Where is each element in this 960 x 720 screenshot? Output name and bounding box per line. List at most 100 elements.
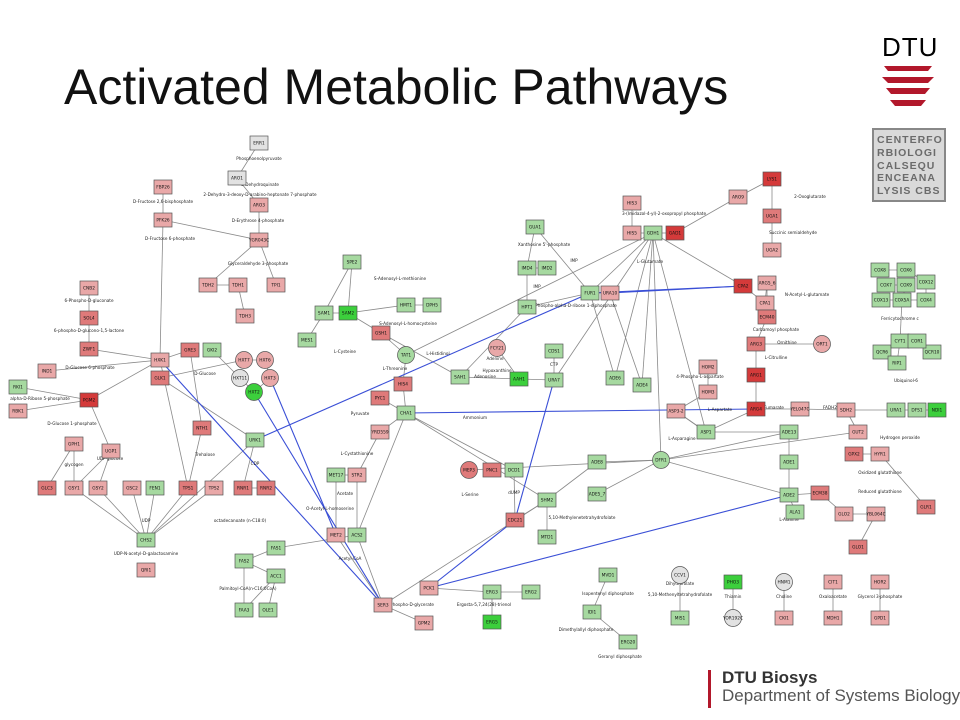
gene-node[interactable]: COX6: [896, 262, 916, 278]
gene-node[interactable]: FAS1: [266, 540, 286, 556]
gene-node[interactable]: SAH1: [450, 369, 470, 385]
gene-node[interactable]: DFR1: [652, 451, 670, 469]
gene-node[interactable]: SAM2: [338, 305, 358, 321]
gene-node[interactable]: TPS1: [178, 480, 198, 496]
gene-node[interactable]: YGR043C: [248, 232, 269, 248]
gene-node[interactable]: FEN1: [145, 480, 165, 496]
gene-node[interactable]: NTH1: [192, 420, 212, 436]
gene-node[interactable]: HNM1: [775, 573, 793, 591]
gene-node[interactable]: COX12: [916, 274, 936, 290]
gene-node[interactable]: MTD1: [537, 529, 557, 545]
gene-node[interactable]: ARO1: [227, 170, 247, 186]
gene-node[interactable]: HIS4: [393, 376, 413, 392]
gene-node[interactable]: ALA1: [785, 504, 805, 520]
gene-node[interactable]: ASP1: [696, 424, 716, 440]
gene-node[interactable]: YRD559: [370, 424, 390, 440]
gene-node[interactable]: PNC1: [482, 462, 502, 478]
gene-node[interactable]: AAH1: [509, 371, 529, 387]
gene-node[interactable]: RKI1: [8, 379, 28, 395]
gene-node[interactable]: DFS1: [907, 402, 927, 418]
gene-node[interactable]: IDI1: [582, 604, 602, 620]
gene-node[interactable]: SDH2: [836, 402, 856, 418]
gene-node[interactable]: FAS2: [234, 553, 254, 569]
gene-node[interactable]: ECM40: [757, 309, 777, 325]
gene-node[interactable]: ADE1: [779, 454, 799, 470]
gene-node[interactable]: ADE13: [779, 424, 799, 440]
gene-node[interactable]: QCR6: [872, 344, 892, 360]
gene-node[interactable]: GSH1: [371, 325, 391, 341]
gene-node[interactable]: FCY21: [488, 339, 506, 357]
gene-node[interactable]: MET2: [326, 527, 346, 543]
gene-node[interactable]: ARO3: [249, 197, 269, 213]
gene-node[interactable]: ADE6: [605, 370, 625, 386]
gene-node[interactable]: GKI2: [202, 342, 222, 358]
gene-node[interactable]: GPH1: [64, 436, 84, 452]
gene-node[interactable]: DPH5: [422, 297, 442, 313]
gene-node[interactable]: LYS1: [762, 171, 782, 187]
gene-node[interactable]: HIS5: [622, 225, 642, 241]
gene-node[interactable]: COX4: [916, 292, 936, 308]
gene-node[interactable]: TPS2: [204, 480, 224, 496]
gene-node[interactable]: HYR1: [870, 446, 890, 462]
gene-node[interactable]: CYT1: [890, 333, 910, 349]
gene-node[interactable]: TDH1: [228, 277, 248, 293]
gene-node[interactable]: ADE4: [632, 377, 652, 393]
gene-node[interactable]: SHM2: [537, 492, 557, 508]
gene-node[interactable]: CKI1: [774, 610, 794, 626]
gene-node[interactable]: ERG3: [482, 584, 502, 600]
gene-node[interactable]: HXT2: [245, 383, 263, 401]
gene-node[interactable]: GAD1: [665, 225, 685, 241]
gene-node[interactable]: COX5A: [892, 292, 912, 308]
gene-node[interactable]: CIT1: [823, 574, 843, 590]
gene-node[interactable]: UGA1: [762, 208, 782, 224]
gene-node[interactable]: PFK26: [153, 212, 173, 228]
gene-node[interactable]: QRI1: [136, 562, 156, 578]
gene-node[interactable]: ERG5: [482, 614, 502, 630]
gene-node[interactable]: RNR2: [256, 480, 276, 496]
gene-node[interactable]: UGA2: [762, 242, 782, 258]
gene-node[interactable]: PGM2: [79, 392, 99, 408]
gene-node[interactable]: GSC2: [122, 480, 142, 496]
gene-node[interactable]: OLE1: [258, 602, 278, 618]
gene-node[interactable]: GSY2: [88, 480, 108, 496]
gene-node[interactable]: CDS1: [544, 343, 564, 359]
gene-node[interactable]: URA7: [544, 372, 564, 388]
gene-node[interactable]: YBL064C: [865, 506, 886, 522]
gene-node[interactable]: SOL4: [79, 310, 99, 326]
gene-node[interactable]: GUA1: [525, 219, 545, 235]
gene-node[interactable]: FBP26: [153, 179, 173, 195]
gene-node[interactable]: TPI1: [266, 277, 286, 293]
gene-node[interactable]: MEP3: [460, 461, 478, 479]
gene-node[interactable]: UGP1: [101, 443, 121, 459]
gene-node[interactable]: COX9: [896, 277, 916, 293]
gene-node[interactable]: COR1: [907, 333, 927, 349]
gene-node[interactable]: HXT7: [235, 351, 253, 369]
gene-node[interactable]: RIP1: [887, 355, 907, 371]
gene-node[interactable]: CPA1: [755, 295, 775, 311]
gene-node[interactable]: URA1: [886, 402, 906, 418]
gene-node[interactable]: GSY1: [64, 480, 84, 496]
gene-node[interactable]: CCV1: [671, 566, 689, 584]
gene-node[interactable]: QCR10: [922, 344, 942, 360]
gene-node[interactable]: PHO3: [723, 574, 743, 590]
gene-node[interactable]: URK1: [245, 432, 265, 448]
gene-node[interactable]: ADE5_7: [587, 486, 607, 502]
gene-node[interactable]: HOM2: [698, 359, 718, 375]
gene-node[interactable]: PYC1: [370, 390, 390, 406]
gene-node[interactable]: ERR1: [249, 135, 269, 151]
gene-node[interactable]: ARG4: [746, 401, 766, 417]
gene-node[interactable]: ARG1: [746, 367, 766, 383]
gene-node[interactable]: HXT11: [231, 369, 249, 387]
gene-node[interactable]: COX13: [871, 292, 891, 308]
gene-node[interactable]: GLC3: [37, 480, 57, 496]
gene-node[interactable]: IMD4: [517, 260, 537, 276]
gene-node[interactable]: ASP3-2: [666, 403, 686, 419]
gene-node[interactable]: COX7: [876, 277, 896, 293]
gene-node[interactable]: GLK1: [150, 370, 170, 386]
gene-node[interactable]: SAM1: [314, 305, 334, 321]
gene-node[interactable]: CDC21: [505, 512, 525, 528]
gene-node[interactable]: GLO1: [848, 539, 868, 555]
gene-node[interactable]: HPT1: [517, 299, 537, 315]
gene-node[interactable]: CHA1: [396, 405, 416, 421]
gene-node[interactable]: GDH1: [643, 225, 663, 241]
